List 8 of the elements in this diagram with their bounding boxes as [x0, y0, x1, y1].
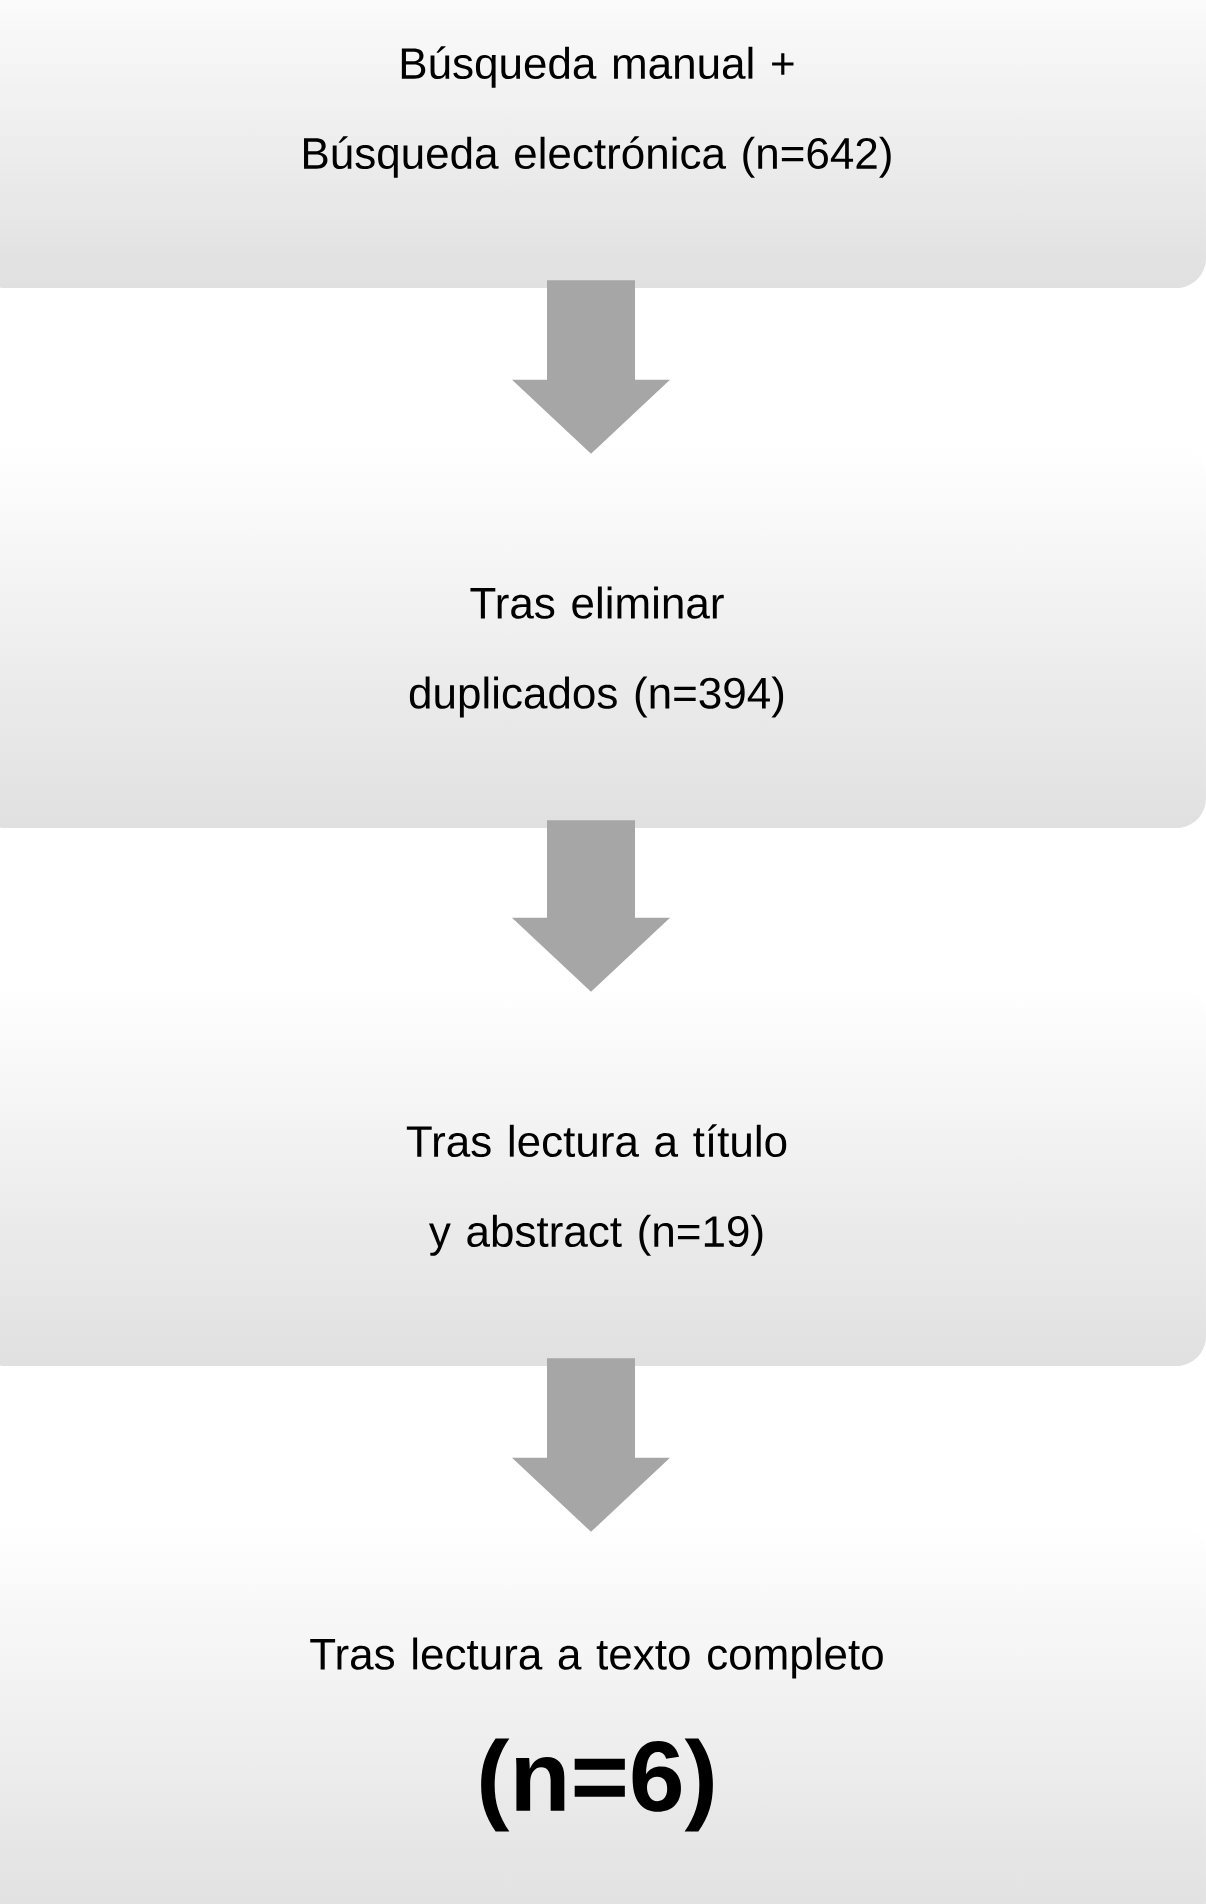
box-text: (n=6) [481, 1738, 713, 1832]
block-arrow [512, 1358, 670, 1532]
block-arrow [512, 280, 670, 454]
block-arrow [512, 820, 670, 992]
box-text: Búsqueda manual + Búsqueda electrónica (n=642) [304, 46, 891, 178]
box-text: Tras eliminar duplicados (n=394) [409, 586, 784, 718]
box-text: Tras lectura a texto completo [310, 1637, 883, 1679]
box-text: Tras lectura a título y abstract (n=19) [406, 1124, 787, 1256]
